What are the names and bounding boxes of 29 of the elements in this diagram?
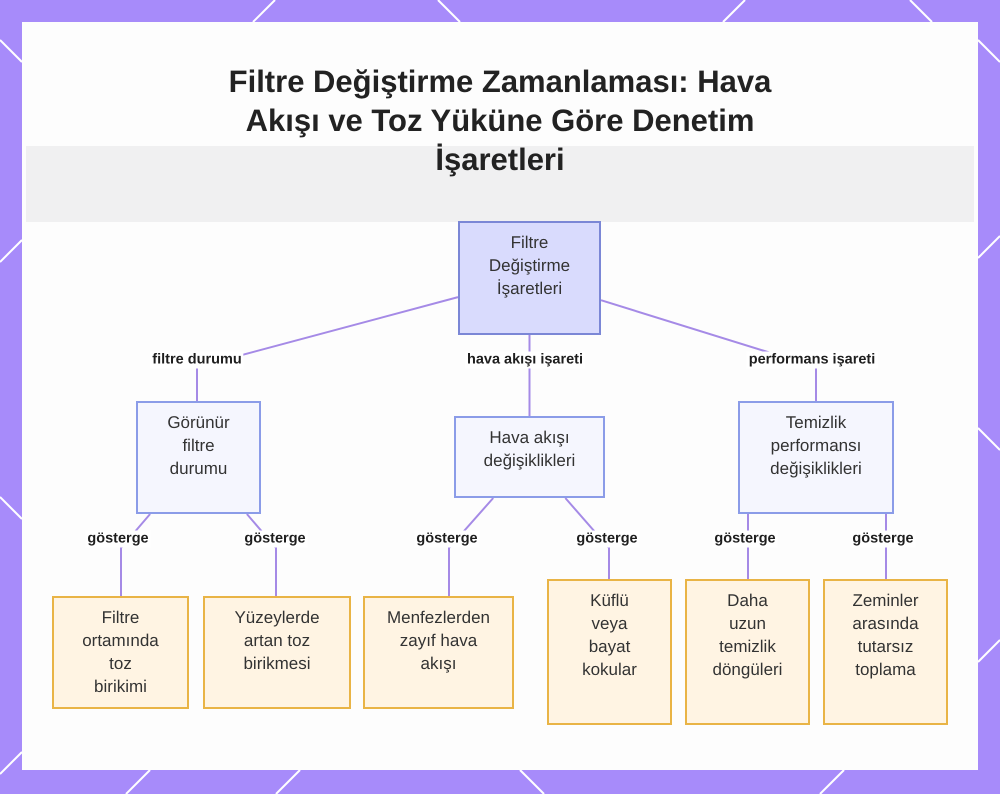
node-label: Filtre ortamında toz birikimi bbox=[81, 607, 160, 698]
edge-label: gösterge bbox=[574, 530, 640, 548]
indicator-box bbox=[823, 579, 948, 725]
indicator-box bbox=[547, 579, 672, 725]
edge-label: performans işareti bbox=[746, 352, 878, 368]
node-label: Yüzeylerde artan toz birikmesi bbox=[233, 607, 321, 675]
root-box bbox=[458, 221, 601, 335]
indicator-box bbox=[363, 596, 514, 709]
node-label: Filtre Değiştirme İşaretleri bbox=[488, 232, 572, 300]
category-box bbox=[738, 401, 894, 514]
edge-label: gösterge bbox=[85, 530, 151, 548]
node-label: Daha uzun temizlik döngüleri bbox=[712, 590, 784, 681]
node-label: Menfezlerden zayıf hava akışı bbox=[386, 607, 491, 675]
indicator-box bbox=[203, 596, 351, 709]
node-label: Görünür filtre durumu bbox=[166, 412, 231, 480]
indicator-box bbox=[52, 596, 189, 709]
node-label: Temizlik performansı değişiklikleri bbox=[769, 412, 863, 480]
category-box bbox=[136, 401, 261, 514]
edge-label: filtre durumu bbox=[150, 352, 244, 368]
category-box bbox=[454, 416, 605, 498]
diagram-title: Filtre Değiştirme Zamanlaması: Hava Akışı ve Toz Yüküne Göre Denetim İşaretleri bbox=[228, 63, 772, 179]
edge-label: gösterge bbox=[712, 530, 778, 548]
edge-label: gösterge bbox=[414, 530, 480, 548]
edge-label: gösterge bbox=[242, 530, 308, 548]
node-label: Zeminler arasında tutarsız toplama bbox=[851, 590, 920, 681]
indicator-box bbox=[685, 579, 810, 725]
node-label: Hava akışı değişiklikleri bbox=[482, 427, 576, 472]
node-label: Küflü veya bayat kokular bbox=[581, 590, 638, 681]
edge-label: gösterge bbox=[850, 530, 916, 548]
